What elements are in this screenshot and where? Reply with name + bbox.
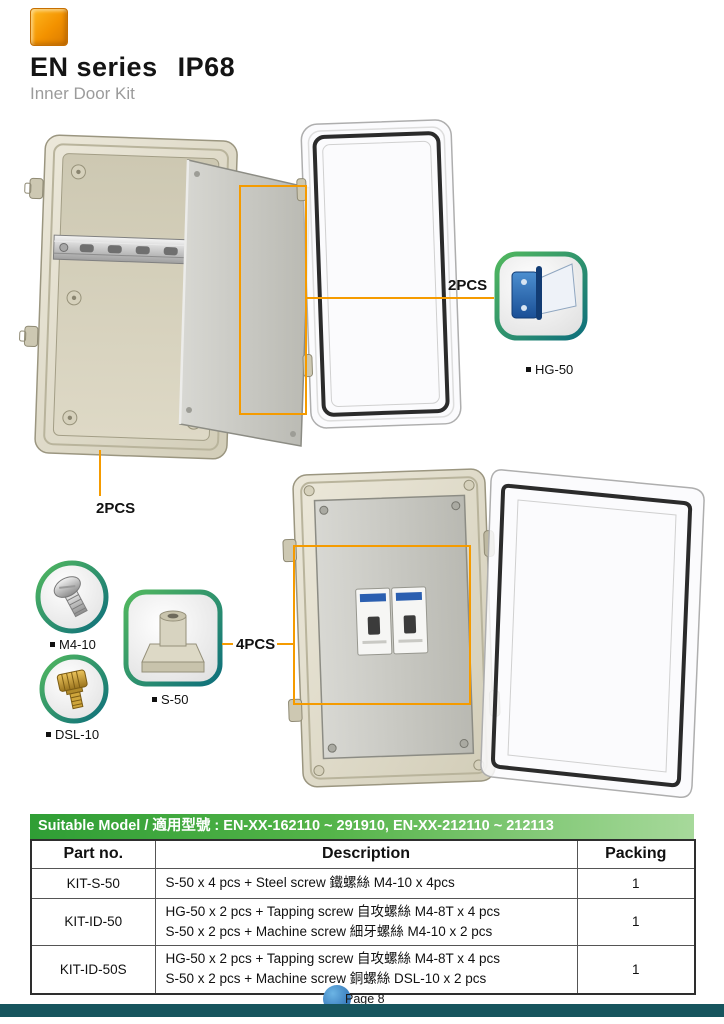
mounted-inner-door bbox=[313, 494, 475, 760]
standoff-badge bbox=[123, 589, 223, 687]
page-subtitle: Inner Door Kit bbox=[30, 84, 135, 103]
cover-screws bbox=[303, 479, 485, 777]
suitable-model-bar: Suitable Model / 適用型號 : EN-XX-162110 ~ 2… bbox=[30, 814, 694, 839]
header-part-no: Part no. bbox=[30, 839, 156, 869]
ip-rating: IP68 bbox=[177, 52, 236, 82]
product-illustration bbox=[19, 119, 705, 799]
callout-lines bbox=[99, 185, 494, 705]
front-enclosure bbox=[282, 468, 501, 788]
thumbscrew-part-label: DSL-10 bbox=[46, 727, 99, 742]
footer-bar bbox=[0, 1004, 724, 1017]
square-bullet-icon bbox=[50, 642, 55, 647]
brand-logo bbox=[30, 8, 68, 46]
header-description: Description bbox=[154, 839, 578, 869]
screws-qty-label: 2PCS bbox=[96, 500, 136, 517]
standoff-part-label: S-50 bbox=[152, 692, 188, 707]
hinge-qty-label: 2PCS bbox=[448, 277, 488, 294]
thumbscrew-badge bbox=[39, 654, 109, 724]
circuit-breakers bbox=[355, 586, 429, 656]
latch-clips bbox=[19, 177, 44, 347]
table-row: KIT-ID-50S HG-50 x 2 pcs + Tapping screw… bbox=[30, 945, 696, 994]
part-no-cell: KIT-S-50 bbox=[30, 867, 156, 899]
packing-cell: 1 bbox=[576, 945, 696, 994]
table-row: KIT-S-50 S-50 x 4 pcs + Steel screw 鐵螺絲 … bbox=[30, 867, 696, 899]
description-cell: HG-50 x 2 pcs + Tapping screw 自攻螺絲 M4-8T… bbox=[154, 945, 578, 994]
hinge-knuckles bbox=[483, 530, 501, 717]
door-screws bbox=[319, 501, 469, 753]
page-title: EN series IP68 bbox=[30, 52, 235, 83]
transparent-cover-top bbox=[296, 119, 462, 429]
description-cell: S-50 x 4 pcs + Steel screw 鐵螺絲 M4-10 x 4… bbox=[154, 867, 578, 899]
thumbscrew-icon bbox=[56, 669, 88, 710]
screw-icon bbox=[53, 576, 88, 618]
inner-door-panel bbox=[178, 159, 311, 447]
latch-clips-front bbox=[282, 538, 303, 723]
screw-badge bbox=[35, 560, 109, 634]
hinge-part-label: HG-50 bbox=[526, 362, 573, 377]
table-header-row: Part no. Description Packing bbox=[30, 839, 696, 869]
screw-part-label: M4-10 bbox=[50, 637, 96, 652]
standoff-qty-label: 4PCS bbox=[236, 636, 276, 653]
square-bullet-icon bbox=[152, 697, 157, 702]
open-enclosure bbox=[19, 134, 238, 460]
part-no-cell: KIT-ID-50S bbox=[30, 945, 156, 994]
page-number: Page 8 bbox=[345, 992, 385, 1006]
hinge-badge bbox=[494, 251, 588, 341]
transparent-cover-bottom bbox=[480, 469, 705, 799]
table-row: KIT-ID-50 HG-50 x 2 pcs + Tapping screw … bbox=[30, 897, 696, 946]
packing-cell: 1 bbox=[576, 897, 696, 946]
spec-table: Part no. Description Packing KIT-S-50 S-… bbox=[30, 839, 696, 995]
header-packing: Packing bbox=[576, 839, 696, 869]
part-no-cell: KIT-ID-50 bbox=[30, 897, 156, 946]
description-cell: HG-50 x 2 pcs + Tapping screw 自攻螺絲 M4-8T… bbox=[154, 897, 578, 946]
hinge-icon bbox=[511, 263, 577, 320]
screw-boss-holes bbox=[67, 169, 205, 425]
suitable-model-text: Suitable Model / 適用型號 : EN-XX-162110 ~ 2… bbox=[38, 818, 554, 834]
din-rail bbox=[52, 234, 223, 266]
square-bullet-icon bbox=[526, 367, 531, 372]
series-title: EN series bbox=[30, 52, 158, 82]
standoff-icon bbox=[141, 610, 205, 673]
square-bullet-icon bbox=[46, 732, 51, 737]
packing-cell: 1 bbox=[576, 867, 696, 899]
screw-bosses bbox=[62, 164, 210, 430]
